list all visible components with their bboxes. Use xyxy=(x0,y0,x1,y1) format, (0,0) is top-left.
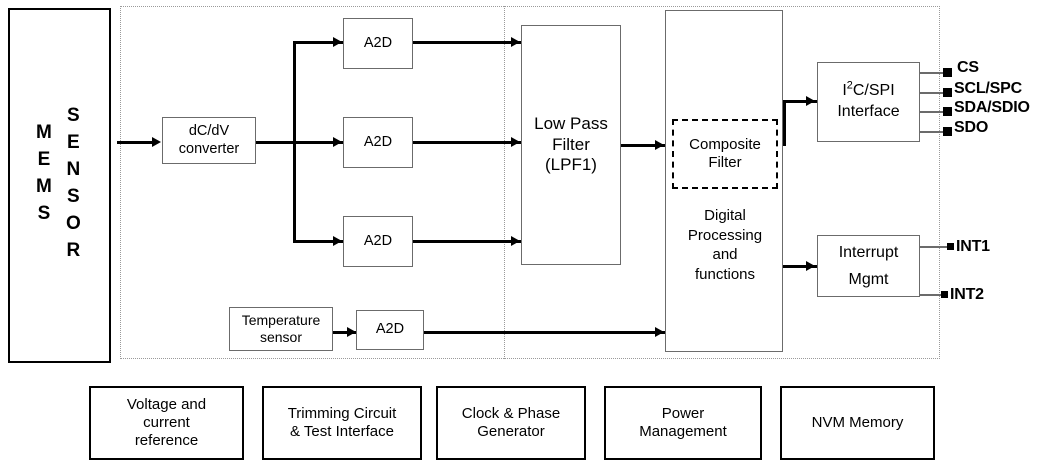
wire-lpf-to-processing xyxy=(621,144,665,147)
arrow-sensor-to-converter xyxy=(152,137,161,147)
arrow-tempadc-to-processing xyxy=(655,327,664,337)
bus-vertical-adc xyxy=(293,41,296,243)
wire-tempsensor-to-adc xyxy=(333,331,357,334)
arrow-bus-to-adc3 xyxy=(333,236,342,246)
support-block-clock-phase-generator: Clock & Phase Generator xyxy=(436,386,586,460)
wire-bus-to-adc1 xyxy=(293,41,343,44)
pin-label-int1: INT1 xyxy=(956,238,990,255)
adc-block-2: A2D xyxy=(343,117,413,168)
arrow-bus-to-adc1 xyxy=(333,37,342,47)
serial-interface-block: I2C/SPI Interface xyxy=(817,62,920,142)
wire-bus-to-adc3 xyxy=(293,240,343,243)
pin-stub-int2 xyxy=(920,294,942,296)
pin-label-sdo: SDO xyxy=(954,119,989,136)
temperature-adc-block: A2D xyxy=(356,310,424,350)
pin-stub-int1 xyxy=(920,246,948,248)
arrow-bus-to-adc2 xyxy=(333,137,342,147)
arrow-tempsensor-to-adc xyxy=(347,327,356,337)
pin-square-scl xyxy=(943,88,952,97)
mems-sensor-block: M E M S S E N S O R xyxy=(8,8,111,363)
low-pass-filter-block: Low Pass Filter (LPF1) xyxy=(521,25,621,265)
pin-label-sda: SDA/SDIO xyxy=(954,99,1030,116)
pin-stub-sdo xyxy=(920,131,944,133)
composite-filter-block: Composite Filter xyxy=(672,119,778,189)
interrupt-mgmt-block: Interrupt Mgmt xyxy=(817,235,920,297)
wire-adc2-to-lpf xyxy=(413,141,521,144)
support-block-power-management: Power Management xyxy=(604,386,762,460)
pin-label-scl: SCL/SPC xyxy=(954,80,1022,97)
pin-square-sda xyxy=(943,107,952,116)
support-block-voltage-reference: Voltage and current reference xyxy=(89,386,244,460)
adc-block-1: A2D xyxy=(343,18,413,69)
mems-label-col2: S E N S O R xyxy=(66,105,81,261)
pin-square-cs xyxy=(943,68,952,77)
pin-square-sdo xyxy=(943,127,952,136)
wire-adc1-to-lpf xyxy=(413,41,521,44)
pin-stub-sda xyxy=(920,111,944,113)
serial-interface-label-line1: I2C/SPI xyxy=(842,79,895,100)
arrow-processing-to-serial xyxy=(806,96,815,106)
support-block-trimming-circuit: Trimming Circuit & Test Interface xyxy=(262,386,422,460)
adc-block-3: A2D xyxy=(343,216,413,267)
wire-converter-out xyxy=(256,141,344,144)
wire-sensor-to-converter xyxy=(117,141,155,144)
wire-processing-up-riser xyxy=(783,100,786,146)
digital-processing-block: Composite Filter Digital Processing and … xyxy=(665,10,783,352)
pin-label-cs: CS xyxy=(957,59,979,76)
pin-stub-cs xyxy=(920,72,944,74)
wire-tempadc-to-processing xyxy=(424,331,665,334)
arrow-adc2-to-lpf xyxy=(511,137,520,147)
pin-square-int1 xyxy=(947,243,954,250)
mems-label-col1: M E M S xyxy=(36,122,52,224)
pin-square-int2 xyxy=(941,291,948,298)
wire-adc3-to-lpf xyxy=(413,240,521,243)
pin-stub-scl xyxy=(920,92,944,94)
temperature-sensor-block: Temperature sensor xyxy=(229,307,333,351)
serial-interface-label-line2: Interface xyxy=(837,103,900,120)
arrow-lpf-to-processing xyxy=(655,140,664,150)
arrow-adc1-to-lpf xyxy=(511,37,520,47)
arrow-processing-to-interrupt xyxy=(806,261,815,271)
digital-processing-label: Digital Processing and functions xyxy=(687,207,763,283)
arrow-adc3-to-lpf xyxy=(511,236,520,246)
support-block-nvm-memory: NVM Memory xyxy=(780,386,935,460)
chip-boundary-digital xyxy=(504,6,940,359)
dcdv-converter-block: dC/dV converter xyxy=(162,117,256,164)
pin-label-int2: INT2 xyxy=(950,286,984,303)
wire-processing-to-interrupt xyxy=(783,265,817,268)
wire-processing-to-serial xyxy=(783,100,817,103)
